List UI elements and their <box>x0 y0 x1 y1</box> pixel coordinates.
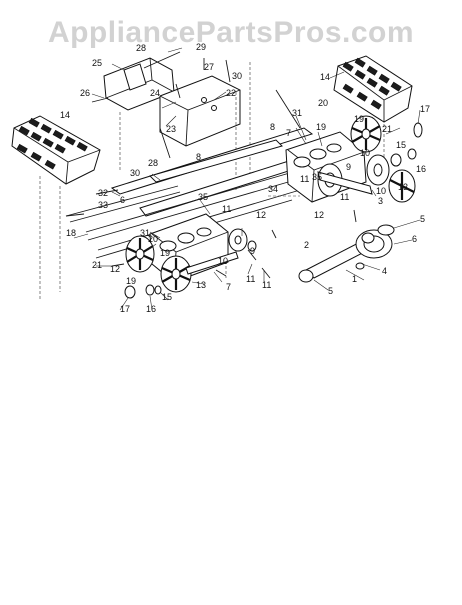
right-drive-gear <box>317 154 390 197</box>
callout-20-right: 20 <box>318 98 328 108</box>
callout-32: 32 <box>98 188 108 198</box>
callout-19-right: 19 <box>354 114 364 124</box>
transmission-assembly <box>298 224 395 283</box>
callout-16-right: 16 <box>416 164 426 174</box>
callout-19-left-a: 19 <box>160 248 170 258</box>
callout-10-right-b: 10 <box>376 186 386 196</box>
callout-31-right: 31 <box>292 108 302 118</box>
callout-11-left-b: 11 <box>262 280 271 290</box>
callout-16-left: 16 <box>146 304 156 314</box>
callout-29-top: 29 <box>196 42 206 52</box>
callout-25: 25 <box>92 58 102 68</box>
callout-21-right: 21 <box>382 124 392 134</box>
callout-30-top: 30 <box>232 71 242 81</box>
callout-14-right: 14 <box>320 72 330 82</box>
watermark-text: AppliancePartsPros.com <box>47 16 415 49</box>
callout-7-left: 7 <box>226 282 231 292</box>
callout-5-right: 5 <box>420 214 425 224</box>
right-hub-parts <box>388 122 423 203</box>
left-hub-parts <box>124 284 162 299</box>
callout-14-left: 14 <box>60 110 70 120</box>
callout-6-left: 6 <box>120 195 125 205</box>
callout-12-mid: 12 <box>256 210 266 220</box>
callout-8-right: 8 <box>270 122 275 132</box>
callout-12-right: 12 <box>314 210 324 220</box>
callout-5-lower: 5 <box>328 286 333 296</box>
callout-17-right: 17 <box>420 104 430 114</box>
left-upper-wheel <box>125 235 155 273</box>
callout-35-right: 35 <box>312 172 322 182</box>
callout-9-left: 9 <box>250 246 255 256</box>
callout-13-left: 13 <box>196 280 206 290</box>
callout-3: 3 <box>378 196 383 206</box>
callout-10-right: 10 <box>360 148 370 158</box>
callout-23: 23 <box>166 124 176 134</box>
callout-11-right-a: 11 <box>300 174 309 184</box>
callout-19-right-lower: 19 <box>316 122 326 132</box>
callout-18: 18 <box>66 228 76 238</box>
left-axle-gear <box>185 228 257 275</box>
callout-4: 4 <box>382 266 387 276</box>
callout-15-left: 15 <box>162 292 172 302</box>
callout-17-left: 17 <box>120 304 130 314</box>
right-road-wheel <box>350 115 382 153</box>
callout-15-right: 15 <box>396 140 406 150</box>
callout-8-left: 8 <box>196 152 201 162</box>
callout-21-left: 21 <box>92 260 102 270</box>
upper-plate <box>159 75 241 147</box>
callout-6-right: 6 <box>412 234 417 244</box>
callout-11-right-b: 11 <box>340 192 349 202</box>
callout-labels: 28 29 25 27 30 26 24 22 14 23 14 20 17 3… <box>60 42 430 314</box>
mounting-bracket <box>103 57 175 111</box>
left-lower-wheel <box>160 255 192 293</box>
callout-33: 33 <box>98 200 108 210</box>
callout-35-left: 35 <box>198 192 208 202</box>
callout-11-left-a: 11 <box>246 274 255 284</box>
callout-12-left: 12 <box>110 264 120 274</box>
callout-30-mid: 30 <box>130 168 140 178</box>
track-belt-right <box>333 55 413 123</box>
callout-9-right: 9 <box>346 162 351 172</box>
callout-27: 27 <box>204 62 214 72</box>
leader-lines <box>73 47 421 311</box>
callout-2: 2 <box>304 240 309 250</box>
callout-24: 24 <box>150 88 160 98</box>
callout-19-left-b: 19 <box>126 276 136 286</box>
callout-1: 1 <box>352 274 357 284</box>
callout-11-mid: 11 <box>222 204 231 214</box>
fasteners <box>65 51 357 279</box>
callout-13-right: 13 <box>398 182 408 192</box>
track-belt-left <box>11 115 101 185</box>
callout-28-mid: 28 <box>148 158 158 168</box>
callout-34: 34 <box>268 184 278 194</box>
callout-31-left: 31 <box>140 228 150 238</box>
callout-28-top: 28 <box>136 43 146 53</box>
callout-20-left: 20 <box>148 234 158 244</box>
callout-26: 26 <box>80 88 90 98</box>
callout-7-right: 7 <box>286 128 291 138</box>
callout-10-left: 10 <box>218 256 228 266</box>
callout-22: 22 <box>226 88 236 98</box>
